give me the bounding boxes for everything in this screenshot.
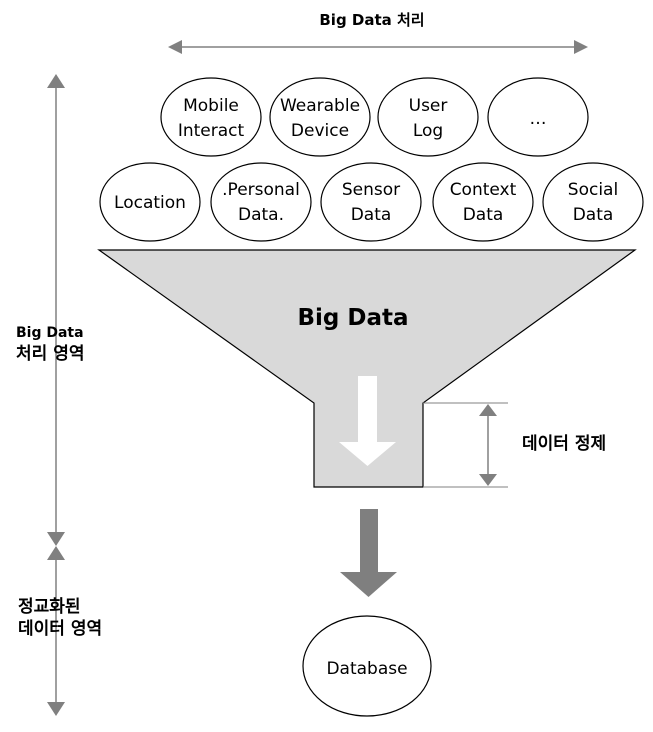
- source-label: Sensor: [342, 180, 400, 200]
- source-label: Data: [573, 205, 614, 225]
- source-label: User: [409, 96, 448, 116]
- source-label: Device: [291, 121, 349, 141]
- refine-label: 데이터 정제: [522, 434, 606, 454]
- to-database-arrow-icon: [340, 509, 397, 597]
- source-label: Mobile: [183, 96, 239, 116]
- refine-span-arrow: [423, 402, 508, 488]
- top-label: Big Data 처리: [319, 11, 424, 29]
- funnel-down-arrow-icon: [339, 376, 396, 466]
- source-label: Data: [463, 205, 504, 225]
- source-label: Log: [413, 121, 443, 141]
- left-refined-span-arrow: [47, 546, 65, 716]
- source-label: Context: [450, 180, 517, 200]
- left-bottom-label-line1: 정교화된: [18, 597, 81, 617]
- source-context-data: Context Data: [432, 162, 534, 242]
- left-top-label-line2: 처리 영역: [16, 344, 84, 364]
- source-label: Data: [351, 205, 392, 225]
- source-mobile-interact: Mobile Interact: [160, 77, 262, 157]
- source-label: Location: [114, 193, 186, 213]
- left-top-label-line1: Big Data: [16, 325, 84, 341]
- left-processing-span-arrow: [47, 74, 65, 546]
- source-user-log: User Log: [377, 77, 479, 157]
- source-label: Interact: [178, 121, 245, 141]
- left-bottom-label-line2: 데이터 영역: [18, 619, 102, 639]
- source-personal-data: .Personal Data.: [210, 162, 312, 242]
- source-social-data: Social Data: [542, 162, 644, 242]
- source-label: Social: [568, 180, 618, 200]
- source-label: .Personal: [222, 180, 300, 200]
- source-more: …: [487, 77, 589, 157]
- database-node: Database: [302, 615, 432, 717]
- source-wearable-device: Wearable Device: [269, 77, 371, 157]
- source-label: Wearable: [280, 96, 360, 116]
- left-top-label: Big Data 처리 영역: [16, 325, 84, 364]
- source-location: Location: [99, 162, 201, 242]
- funnel-label: Big Data: [297, 305, 408, 331]
- source-sensor-data: Sensor Data: [320, 162, 422, 242]
- source-label: Data.: [238, 205, 284, 225]
- source-label: …: [530, 109, 547, 129]
- left-bottom-label: 정교화된 데이터 영역: [18, 597, 102, 639]
- database-label: Database: [326, 659, 407, 679]
- top-span-arrow: [168, 40, 588, 54]
